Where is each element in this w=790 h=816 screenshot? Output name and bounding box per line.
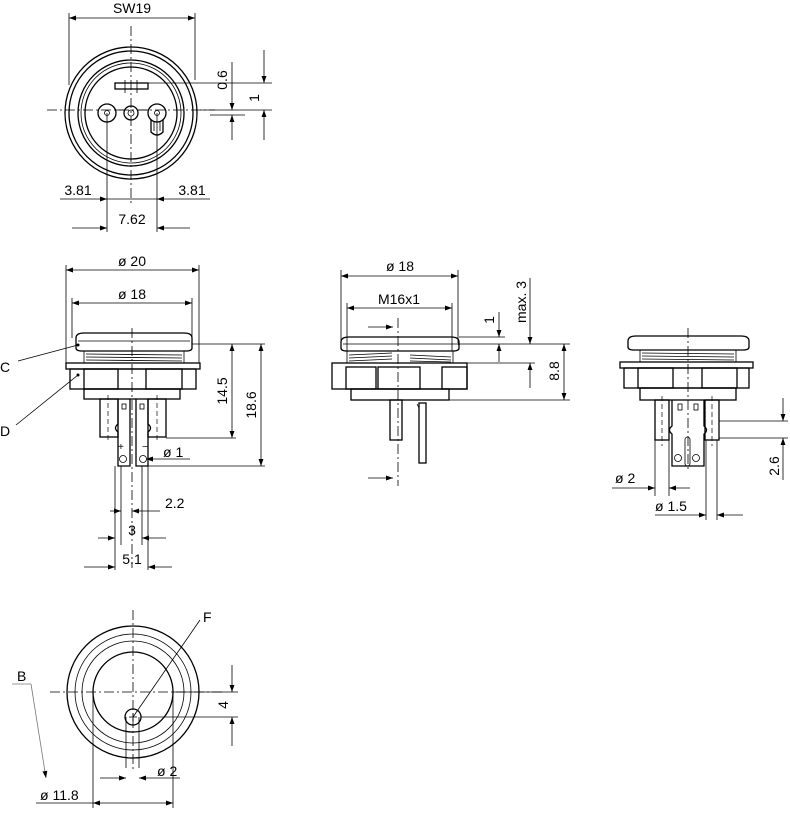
dim-m16x1: M16x1 [378,291,420,307]
dim-4: 4 [215,701,231,709]
dim-3: 3 [128,522,136,538]
dim-8-8: 8.8 [546,361,562,381]
dim-2-6: 2.6 [766,456,782,476]
dim-1: 1 [246,94,262,102]
top-view: SW19 0.6 1 3.81 3.81 7.62 [47,0,272,232]
dim-0-6: 0.6 [214,70,230,90]
dim-1-mid: 1 [481,316,497,324]
dim-2-2: 2.2 [165,495,185,511]
dim-dia-18: ø 18 [118,286,146,302]
dim-7-62: 7.62 [118,211,145,227]
dim-5-1: 5.1 [122,551,142,567]
bottom-view: F B 4 ø 2 ø 11.8 [12,609,238,808]
dim-sw19: SW19 [113,0,151,16]
dim-dia-2-right: ø 2 [615,470,635,486]
dim-dia-2-bottom: ø 2 [157,763,177,779]
callout-c: C [0,359,10,375]
dim-18-6: 18.6 [243,391,259,418]
svg-text:+: + [118,442,124,453]
side-view-middle: ø 18 M16x1 1 max. 3 8.8 [331,258,570,486]
dim-dia-18-mid: ø 18 [386,258,414,274]
dim-dia-11-8: ø 11.8 [40,787,79,803]
dim-3-81-right: 3.81 [178,182,205,198]
side-view-right: 2.6 ø 2 ø 1.5 [612,328,788,520]
dim-dia-1: ø 1 [163,444,183,460]
callout-b: B [17,668,26,684]
callout-f: F [203,609,212,625]
dim-14-5: 14.5 [214,377,230,404]
svg-text:−: − [142,442,148,453]
callout-d: D [0,423,10,439]
dim-dia-20: ø 20 [118,253,146,269]
dim-max-3: max. 3 [513,281,529,323]
dim-dia-1-5: ø 1.5 [655,498,687,514]
dim-3-81-left: 3.81 [64,182,91,198]
side-view-left: + − ø 20 ø 18 14.5 18.6 ø 1 2.2 [0,253,265,570]
